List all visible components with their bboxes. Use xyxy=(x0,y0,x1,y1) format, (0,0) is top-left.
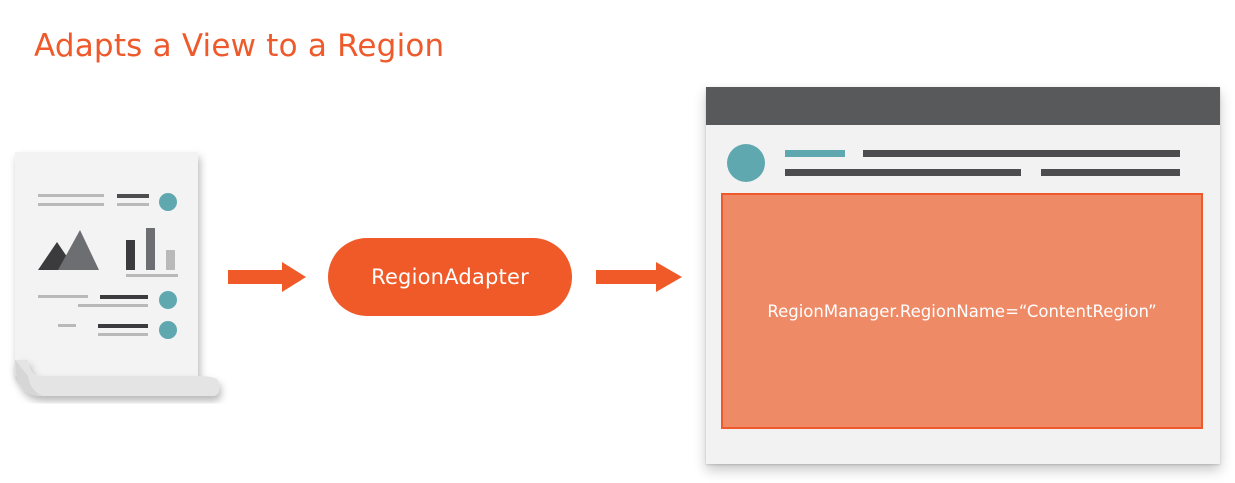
header-line xyxy=(863,150,1180,157)
app-window: RegionManager.RegionName=“ContentRegion” xyxy=(706,87,1220,464)
arrow-right-icon xyxy=(228,262,306,292)
header-accent-line xyxy=(785,150,845,157)
document-view-icon xyxy=(15,152,220,396)
window-header xyxy=(727,144,1180,182)
header-subline xyxy=(785,169,1021,176)
header-subline xyxy=(1041,169,1180,176)
content-region-label: RegionManager.RegionName=“ContentRegion” xyxy=(767,301,1157,321)
region-adapter-label: RegionAdapter xyxy=(371,265,529,289)
page-title: Adapts a View to a Region xyxy=(34,28,445,64)
window-titlebar xyxy=(706,87,1220,125)
avatar xyxy=(727,144,765,182)
content-region: RegionManager.RegionName=“ContentRegion” xyxy=(721,193,1203,429)
region-adapter-node: RegionAdapter xyxy=(328,238,572,316)
arrow-right-icon xyxy=(596,262,682,292)
